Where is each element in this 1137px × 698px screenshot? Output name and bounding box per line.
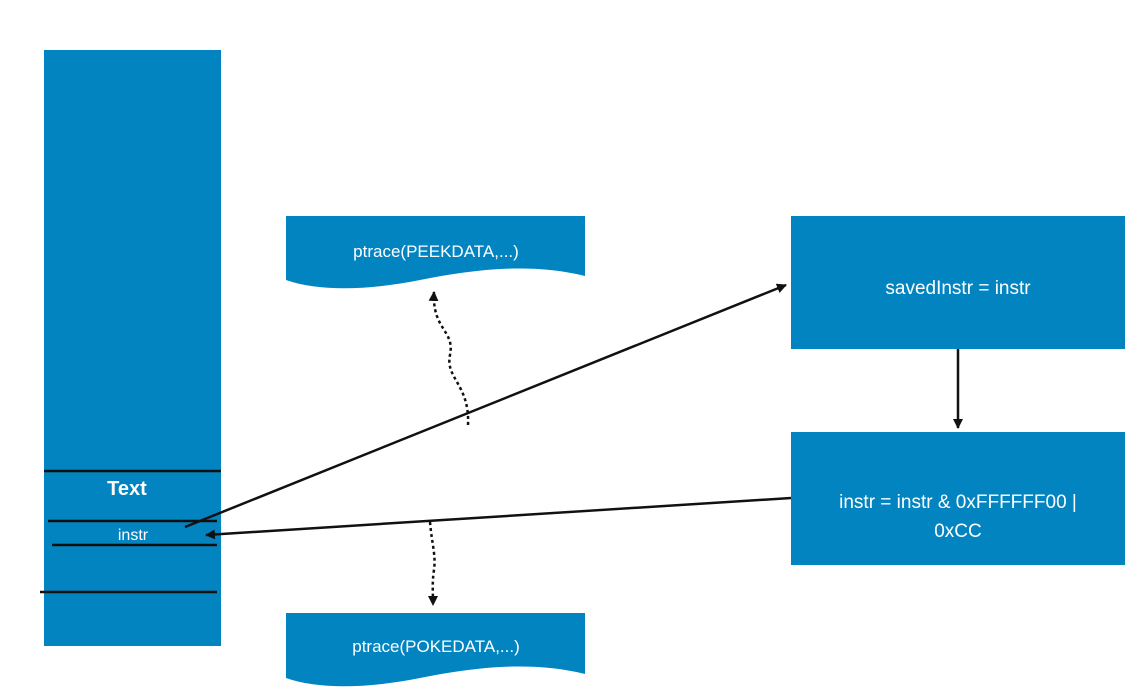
memory-block — [44, 50, 221, 646]
patch-instr-box-line2: 0xCC — [934, 521, 982, 542]
poke-box: ptrace(POKEDATA,...) — [286, 613, 585, 687]
patch-instr-box: instr = instr & 0xFFFFFF00 | 0xCC — [791, 432, 1125, 565]
saved-instr-box: savedInstr = instr — [791, 216, 1125, 349]
patch-instr-box-line1: instr = instr & 0xFFFFFF00 | — [839, 492, 1077, 513]
saved-instr-box-shape — [791, 216, 1125, 349]
peek-box-shape — [286, 216, 585, 289]
text-section-label: Text — [107, 478, 147, 500]
connectors — [184, 283, 963, 606]
dotted-arrow-to-peek — [428, 291, 470, 426]
memory-column: Text instr — [40, 50, 221, 646]
dotted-arrow-to-poke — [427, 521, 438, 606]
poke-box-shape — [286, 613, 585, 687]
arrow-instr-to-saved — [184, 283, 787, 529]
instr-label: instr — [118, 527, 149, 544]
arrow-patch-to-instr — [205, 496, 792, 540]
patch-instr-box-shape — [791, 432, 1125, 565]
saved-instr-box-label: savedInstr = instr — [885, 278, 1031, 299]
poke-box-label: ptrace(POKEDATA,...) — [352, 637, 520, 656]
peek-box-label: ptrace(PEEKDATA,...) — [353, 242, 519, 261]
peek-box: ptrace(PEEKDATA,...) — [286, 216, 585, 289]
